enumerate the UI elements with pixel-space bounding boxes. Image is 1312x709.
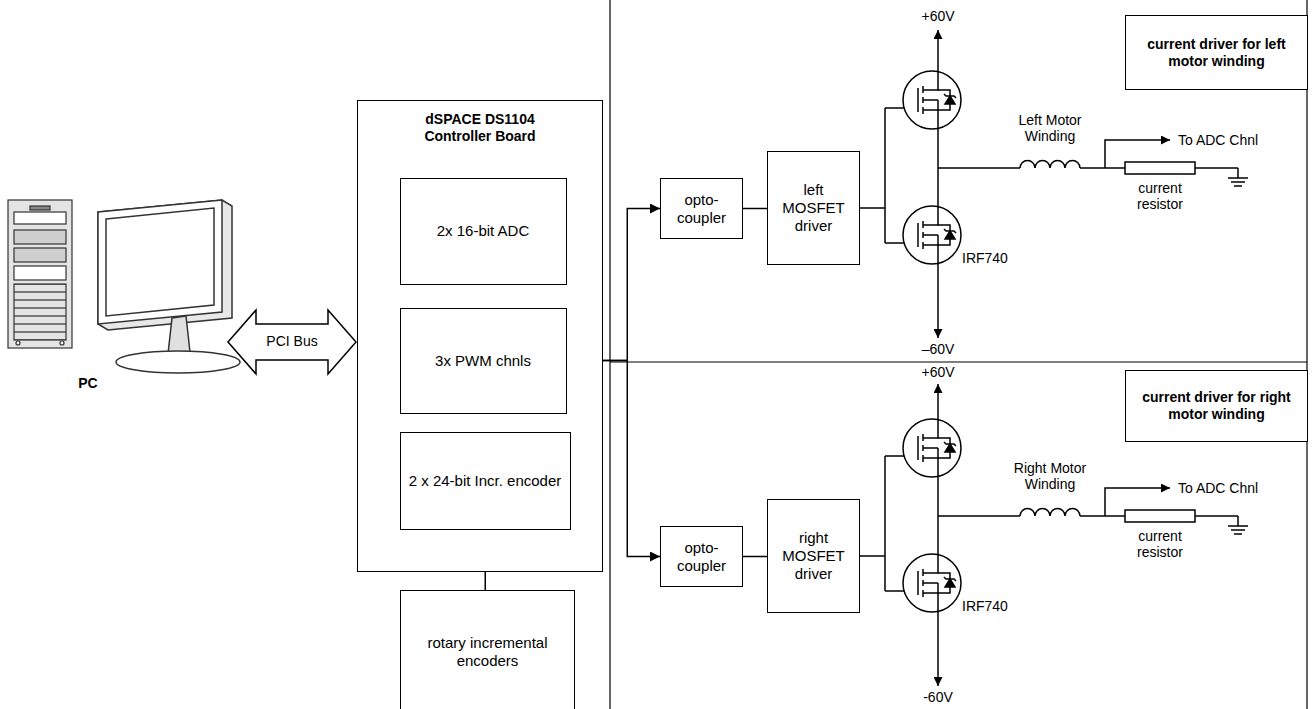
block-box: opto- coupler bbox=[660, 178, 743, 239]
text-label: -60V bbox=[908, 689, 968, 705]
box-text: right MOSFET driver bbox=[768, 527, 859, 585]
text-label: current resistor bbox=[1120, 180, 1200, 212]
box-text: 2x 16-bit ADC bbox=[433, 220, 534, 242]
block-box: 3x PWM chnls bbox=[400, 308, 567, 414]
supply-rails bbox=[937, 30, 939, 686]
text-label: Left Motor Winding bbox=[1004, 112, 1096, 144]
panel-lines bbox=[610, 0, 1307, 709]
block-box: opto- coupler bbox=[660, 526, 743, 587]
pc-tower bbox=[8, 200, 72, 348]
text-label: PC bbox=[66, 375, 110, 391]
box-text: dSPACE DS1104 Controller Board bbox=[391, 109, 569, 147]
text-label: PCI Bus bbox=[262, 333, 322, 349]
controller-board: dSPACE DS1104 Controller Board 2x 16-bit … bbox=[357, 100, 603, 572]
box-text: current driver for left motor winding bbox=[1126, 34, 1307, 72]
signal-connector bbox=[743, 556, 767, 558]
block-box: current driver for right motor winding bbox=[1125, 370, 1308, 442]
box-text: left MOSFET driver bbox=[768, 179, 859, 237]
box-text: 3x PWM chnls bbox=[431, 350, 535, 372]
half-bridge-circuit bbox=[852, 71, 1248, 264]
block-box: left MOSFET driver bbox=[767, 151, 860, 265]
text-label: To ADC Chnl bbox=[1178, 132, 1288, 148]
box-text: opto- coupler bbox=[661, 537, 742, 577]
pci-bus-arrow bbox=[228, 310, 356, 374]
block-box: 2x 16-bit ADC bbox=[400, 178, 567, 285]
text-label: Right Motor Winding bbox=[1004, 460, 1096, 492]
text-label: To ADC Chnl bbox=[1178, 480, 1288, 496]
box-text: rotary incremental encoders bbox=[401, 632, 574, 672]
block-box: right MOSFET driver bbox=[767, 499, 860, 613]
block-box: current driver for left motor winding bbox=[1125, 15, 1308, 90]
text-label: –60V bbox=[908, 341, 968, 357]
box-text: current driver for right motor winding bbox=[1126, 387, 1307, 425]
block-box: 2 x 24-bit Incr. encoder bbox=[400, 432, 571, 530]
pc-monitor bbox=[98, 200, 240, 373]
box-text: 2 x 24-bit Incr. encoder bbox=[405, 470, 566, 492]
box-text: opto- coupler bbox=[661, 189, 742, 229]
block-box: rotary incremental encoders bbox=[400, 590, 575, 709]
text-label: current resistor bbox=[1120, 528, 1200, 560]
text-label: +60V bbox=[908, 364, 968, 380]
signal-connector bbox=[743, 208, 767, 210]
text-label: IRF740 bbox=[962, 598, 1032, 614]
text-label: +60V bbox=[908, 8, 968, 24]
text-label: IRF740 bbox=[962, 250, 1032, 266]
